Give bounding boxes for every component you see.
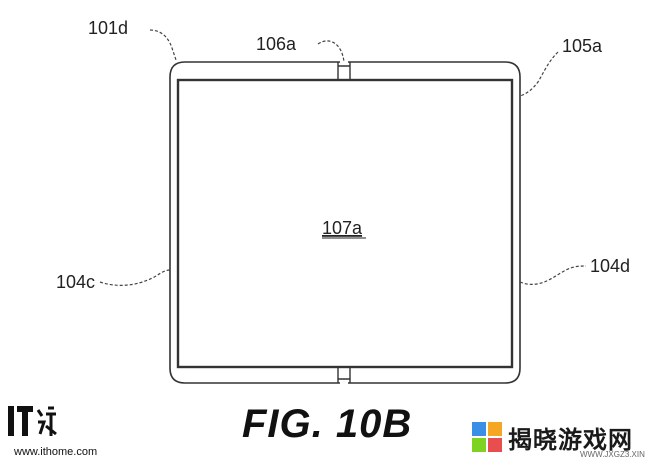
ithome-logo	[8, 406, 57, 436]
label-101d: 101d	[88, 18, 128, 38]
label-104d: 104d	[590, 256, 630, 276]
jxgz-logo-icon	[472, 422, 502, 452]
ithome-watermark: www.ithome.com	[8, 402, 118, 462]
jxgz-name: 揭晓游戏网	[508, 426, 633, 454]
leader-106a	[317, 40, 345, 63]
leader-105a	[519, 51, 559, 97]
label-107a: 107a	[322, 218, 363, 238]
leader-104d	[519, 265, 587, 285]
bottom-hinge-notch	[337, 367, 351, 383]
display-area	[176, 78, 514, 369]
ithome-url: www.ithome.com	[14, 446, 98, 458]
figure-caption: FIG. 10B	[242, 402, 413, 446]
right-panel-outline	[348, 61, 521, 384]
label-104c: 104c	[56, 272, 95, 292]
jxgz-watermark: 揭晓游戏网 WWW.JXGZ3.XIN	[470, 418, 655, 466]
left-panel-outline	[169, 61, 340, 384]
top-hinge-notch	[337, 62, 351, 80]
label-106a: 106a	[256, 34, 297, 54]
leader-104c	[99, 269, 171, 286]
label-105a: 105a	[562, 36, 603, 56]
leader-101d	[149, 29, 177, 61]
jxgz-url: WWW.JXGZ3.XIN	[580, 450, 645, 459]
